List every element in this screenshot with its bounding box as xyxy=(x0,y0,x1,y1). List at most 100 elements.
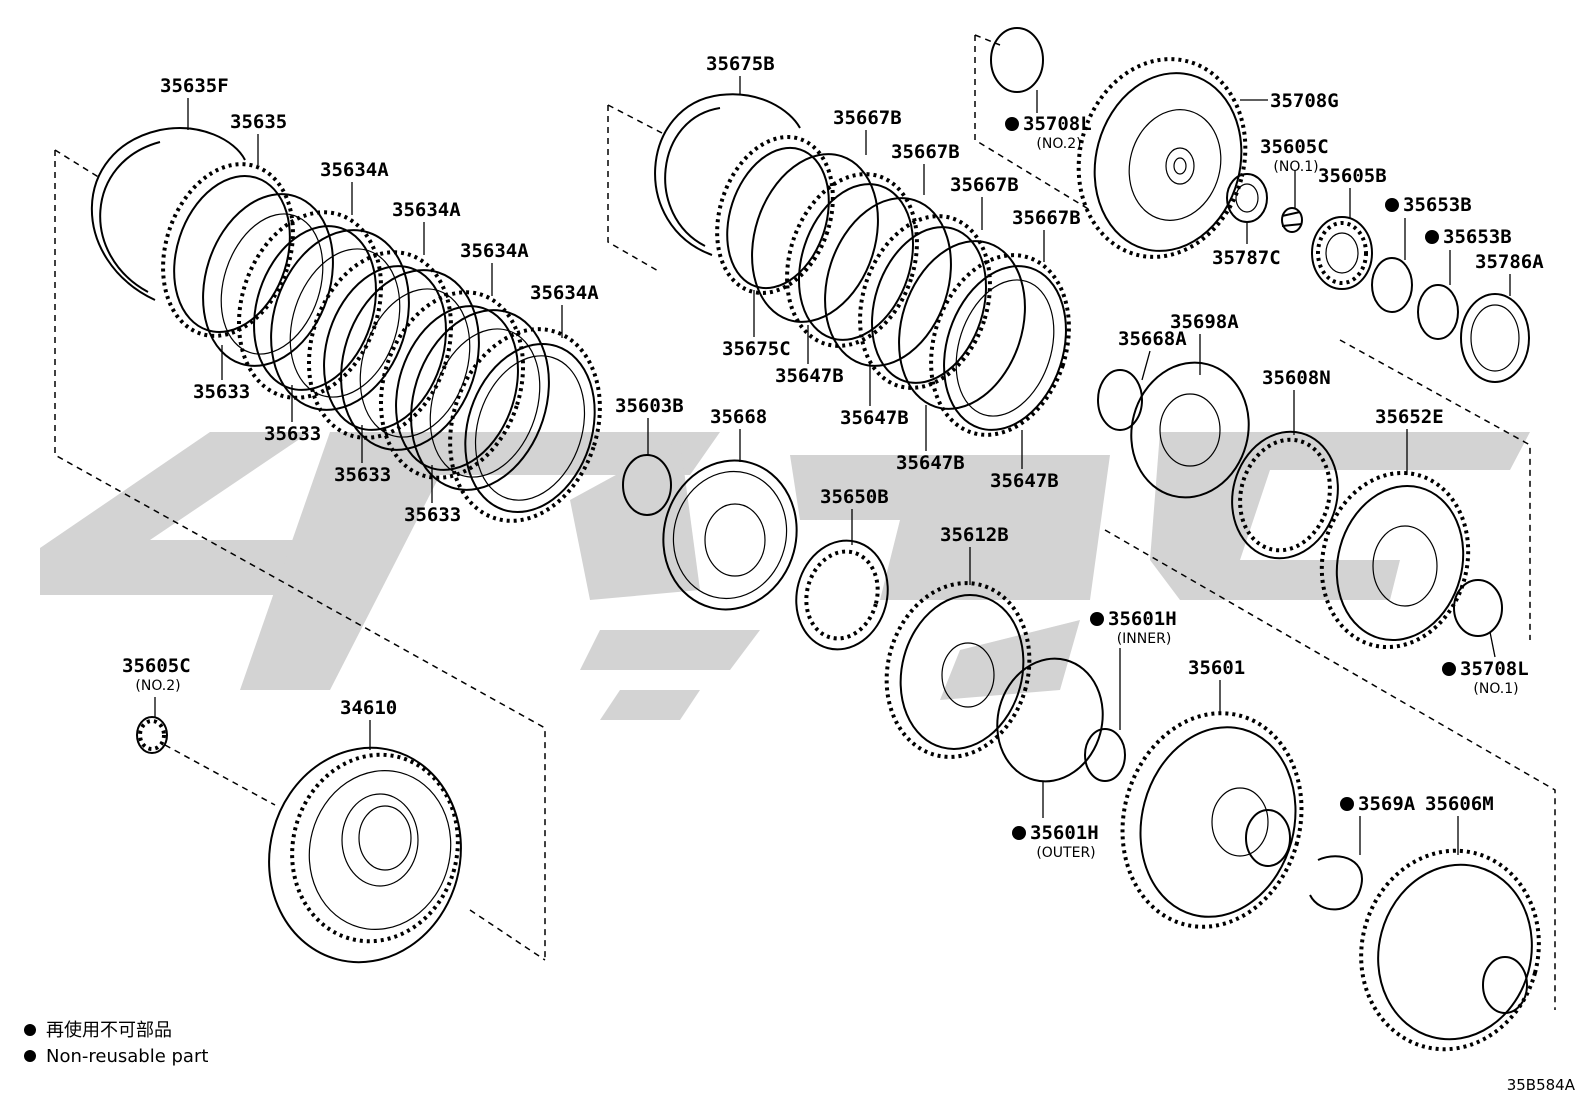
o-ring-35601H-inner xyxy=(1084,728,1126,782)
part-number: 35668A xyxy=(1118,328,1187,350)
non-reusable-bullet-icon xyxy=(1425,230,1439,244)
part-label-35650B: 35650B xyxy=(820,486,889,508)
non-reusable-bullet-icon xyxy=(24,1024,36,1036)
figure-id: 35B584A xyxy=(1507,1076,1576,1094)
part-label-35635: 35635 xyxy=(230,111,287,133)
snap-ring-35603B xyxy=(622,454,672,516)
part-label-35675B: 35675B xyxy=(706,53,775,75)
o-ring-35708L-no2 xyxy=(990,27,1044,93)
part-number: 35650B xyxy=(820,486,889,508)
part-number: 35601H xyxy=(1030,822,1099,844)
part-label-35601H-inner: 35601H(INNER) xyxy=(1090,608,1177,647)
piston-35612B xyxy=(884,581,1032,759)
part-label-35667B-4: 35667B xyxy=(1012,207,1081,229)
clutch-stack-middle xyxy=(715,135,1071,437)
non-reusable-bullet-icon xyxy=(1090,612,1104,626)
bearing-35605B xyxy=(1311,216,1373,290)
part-number: 35601 xyxy=(1188,657,1245,679)
part-number: 35653B xyxy=(1443,226,1512,248)
part-number: 34610 xyxy=(340,697,397,719)
part-number: 35667B xyxy=(833,107,902,129)
part-number: 35635 xyxy=(230,111,287,133)
part-number: 35633 xyxy=(264,423,321,445)
carrier-35601 xyxy=(1120,711,1304,929)
part-number: 35635F xyxy=(160,75,229,97)
part-note: (NO.2) xyxy=(1036,136,1081,152)
assembly-guide-lines xyxy=(54,34,1556,1010)
snap-ring-35668A xyxy=(1097,369,1143,431)
part-label-35601: 35601 xyxy=(1188,657,1245,679)
part-label-35708G: 35708G xyxy=(1270,90,1339,112)
part-number: 35708L xyxy=(1460,658,1529,680)
gear-35606M xyxy=(1359,848,1541,1052)
spring-35650B xyxy=(795,539,889,651)
non-reusable-bullet-icon xyxy=(1385,198,1399,212)
part-number: 35708L xyxy=(1023,113,1092,135)
non-reusable-bullet-icon xyxy=(1442,662,1456,676)
part-label-35708L-1: 35708L(NO.1) xyxy=(1442,658,1529,697)
part-label-34610: 34610 xyxy=(340,697,397,719)
non-reusable-bullet-icon xyxy=(24,1050,36,1062)
part-number: 35708G xyxy=(1270,90,1339,112)
part-label-35653B-2: 35653B xyxy=(1425,226,1512,248)
part-label-3569A: 3569A xyxy=(1340,793,1416,815)
snap-ring-3569A xyxy=(1309,855,1363,911)
part-number: 35612B xyxy=(940,524,1009,546)
part-labels: 35635F3563535634A35634A35634A35634A35633… xyxy=(122,53,1544,861)
part-number: 35653B xyxy=(1403,194,1472,216)
part-number: 35675B xyxy=(706,53,775,75)
part-number: 35667B xyxy=(1012,207,1081,229)
part-label-35634A-2: 35634A xyxy=(392,199,461,221)
part-label-35667B-3: 35667B xyxy=(950,174,1019,196)
part-label-35603B: 35603B xyxy=(615,395,684,417)
part-label-35605B: 35605B xyxy=(1318,165,1387,187)
part-label-35667B-2: 35667B xyxy=(891,141,960,163)
non-reusable-bullet-icon xyxy=(1005,117,1019,131)
part-number: 35667B xyxy=(891,141,960,163)
part-label-35787C: 35787C xyxy=(1212,247,1281,269)
watermark-logo xyxy=(40,432,1530,720)
part-label-35698A: 35698A xyxy=(1170,311,1239,333)
spring-retainer-35668 xyxy=(662,459,798,611)
part-label-35634A-1: 35634A xyxy=(320,159,389,181)
part-number: 35634A xyxy=(530,282,599,304)
part-number: 35633 xyxy=(193,381,250,403)
part-label-35708L-2: 35708L(NO.2) xyxy=(1005,113,1092,152)
part-number: 35675C xyxy=(722,338,791,360)
drum-35708G xyxy=(1076,57,1248,259)
part-label-35606M: 35606M xyxy=(1425,793,1494,815)
part-number: 35605B xyxy=(1318,165,1387,187)
part-number: 35786A xyxy=(1475,251,1544,273)
legend: 再使用不可部品 Non-reusable part xyxy=(24,1020,208,1067)
hub-35652E xyxy=(1319,470,1471,650)
clutch-stack-left xyxy=(202,193,602,523)
part-label-35635F: 35635F xyxy=(160,75,229,97)
part-number: 35605C xyxy=(1260,136,1329,158)
part-number: 35634A xyxy=(320,159,389,181)
part-number: 35601H xyxy=(1108,608,1177,630)
bushing-35605C-no1 xyxy=(1281,207,1303,233)
part-note: (OUTER) xyxy=(1036,845,1095,861)
part-number: 35647B xyxy=(775,365,844,387)
part-label-35634A-3: 35634A xyxy=(460,240,529,262)
part-number: 35647B xyxy=(896,452,965,474)
thrust-washer-35786A xyxy=(1460,293,1530,383)
part-label-35652E: 35652E xyxy=(1375,406,1444,428)
part-label-35675C: 35675C xyxy=(722,338,791,360)
part-label-35601H-outer: 35601H(OUTER) xyxy=(1012,822,1099,861)
non-reusable-bullet-icon xyxy=(1340,797,1354,811)
part-label-35633-4: 35633 xyxy=(404,504,461,526)
part-note: (NO.2) xyxy=(135,678,180,694)
part-number: 35633 xyxy=(404,504,461,526)
o-ring-35601H-outer xyxy=(996,657,1104,783)
part-number: 35787C xyxy=(1212,247,1281,269)
legend-line-1: 再使用不可部品 xyxy=(46,1020,172,1041)
part-number: 35633 xyxy=(334,464,391,486)
part-number: 35647B xyxy=(990,470,1059,492)
part-number: 35652E xyxy=(1375,406,1444,428)
leader-lines xyxy=(154,76,1511,855)
part-label-35605C-1: 35605C(NO.1) xyxy=(1260,136,1329,175)
seal-ring-35653B-1 xyxy=(1371,257,1413,313)
